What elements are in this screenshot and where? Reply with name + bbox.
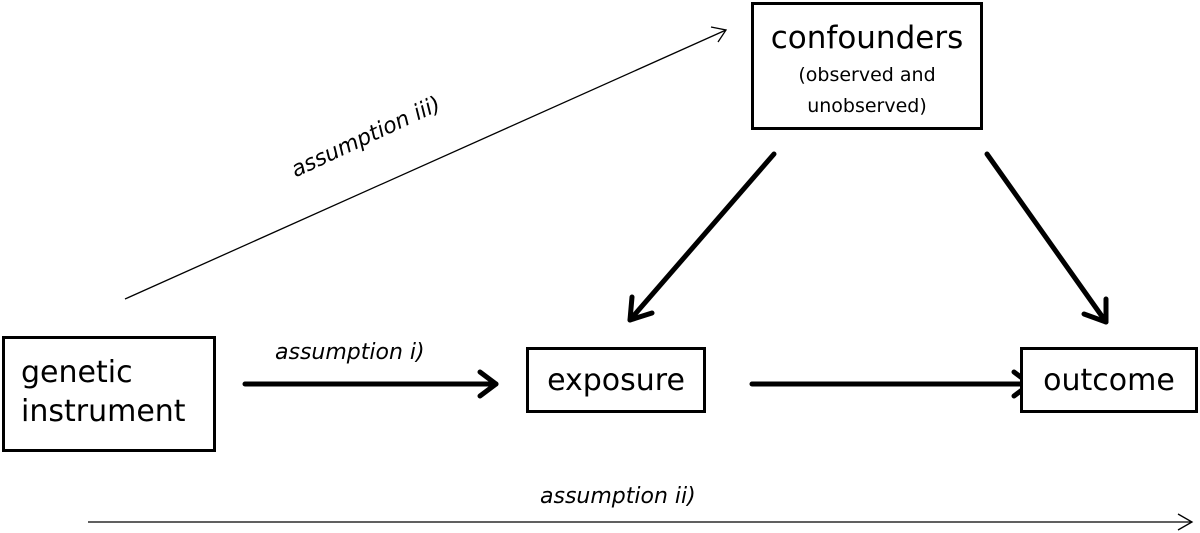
arrow-assumption-iii [124,26,728,300]
arrow-exposure-outcome [749,369,1033,399]
genetic-instrument-node: genetic instrument [2,336,216,452]
arrow-confounders-exposure [627,151,777,323]
arrow-confounders-outcome [984,151,1109,325]
confounders-subtitle-line1: (observed and [798,63,936,86]
assumption-ii-label: assumption ii) [540,484,696,509]
confounders-node: confounders (observed and unobserved) [751,2,983,130]
outcome-label: outcome [1043,362,1175,398]
outcome-node: outcome [1020,347,1198,413]
exposure-node: exposure [526,347,706,413]
confounders-subtitle-line2: unobserved) [807,95,927,118]
confounders-title: confounders [770,20,964,56]
exposure-label: exposure [547,362,685,398]
assumption-i-label: assumption i) [275,340,425,365]
instrument-label-line1: genetic [21,355,133,390]
instrument-label-line2: instrument [21,394,186,429]
arrow-instrument-exposure [242,369,499,399]
arrow-assumption-ii [88,513,1194,531]
